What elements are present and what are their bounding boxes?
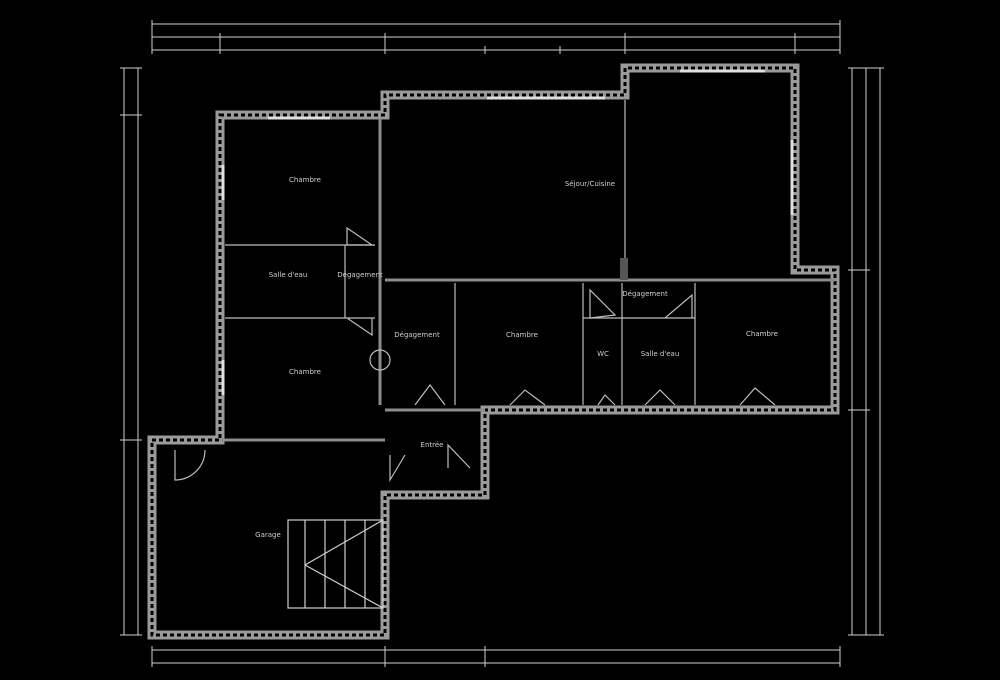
doors	[174, 226, 776, 483]
dimension-lines	[120, 20, 884, 667]
exterior-walls	[147, 63, 840, 640]
room-label: Entrée	[421, 441, 444, 449]
staircase	[287, 519, 384, 609]
room-label: WC	[597, 350, 609, 358]
room-label: Chambre	[506, 331, 538, 339]
room-label: Garage	[255, 531, 281, 539]
room-label: Dégagement	[337, 271, 383, 279]
room-label: Chambre	[746, 330, 778, 338]
room-labels: Chambre Salle d'eau Dégagement Chambre S…	[255, 176, 778, 539]
interior-walls	[225, 100, 835, 405]
room-label: Salle d'eau	[641, 350, 680, 358]
room-label: Dégagement	[394, 331, 440, 339]
room-label: Séjour/Cuisine	[565, 180, 615, 188]
room-label: Chambre	[289, 176, 321, 184]
room-label: Dégagement	[622, 290, 668, 298]
room-label: Chambre	[289, 368, 321, 376]
windows	[221, 69, 794, 395]
room-label: Salle d'eau	[269, 271, 308, 279]
